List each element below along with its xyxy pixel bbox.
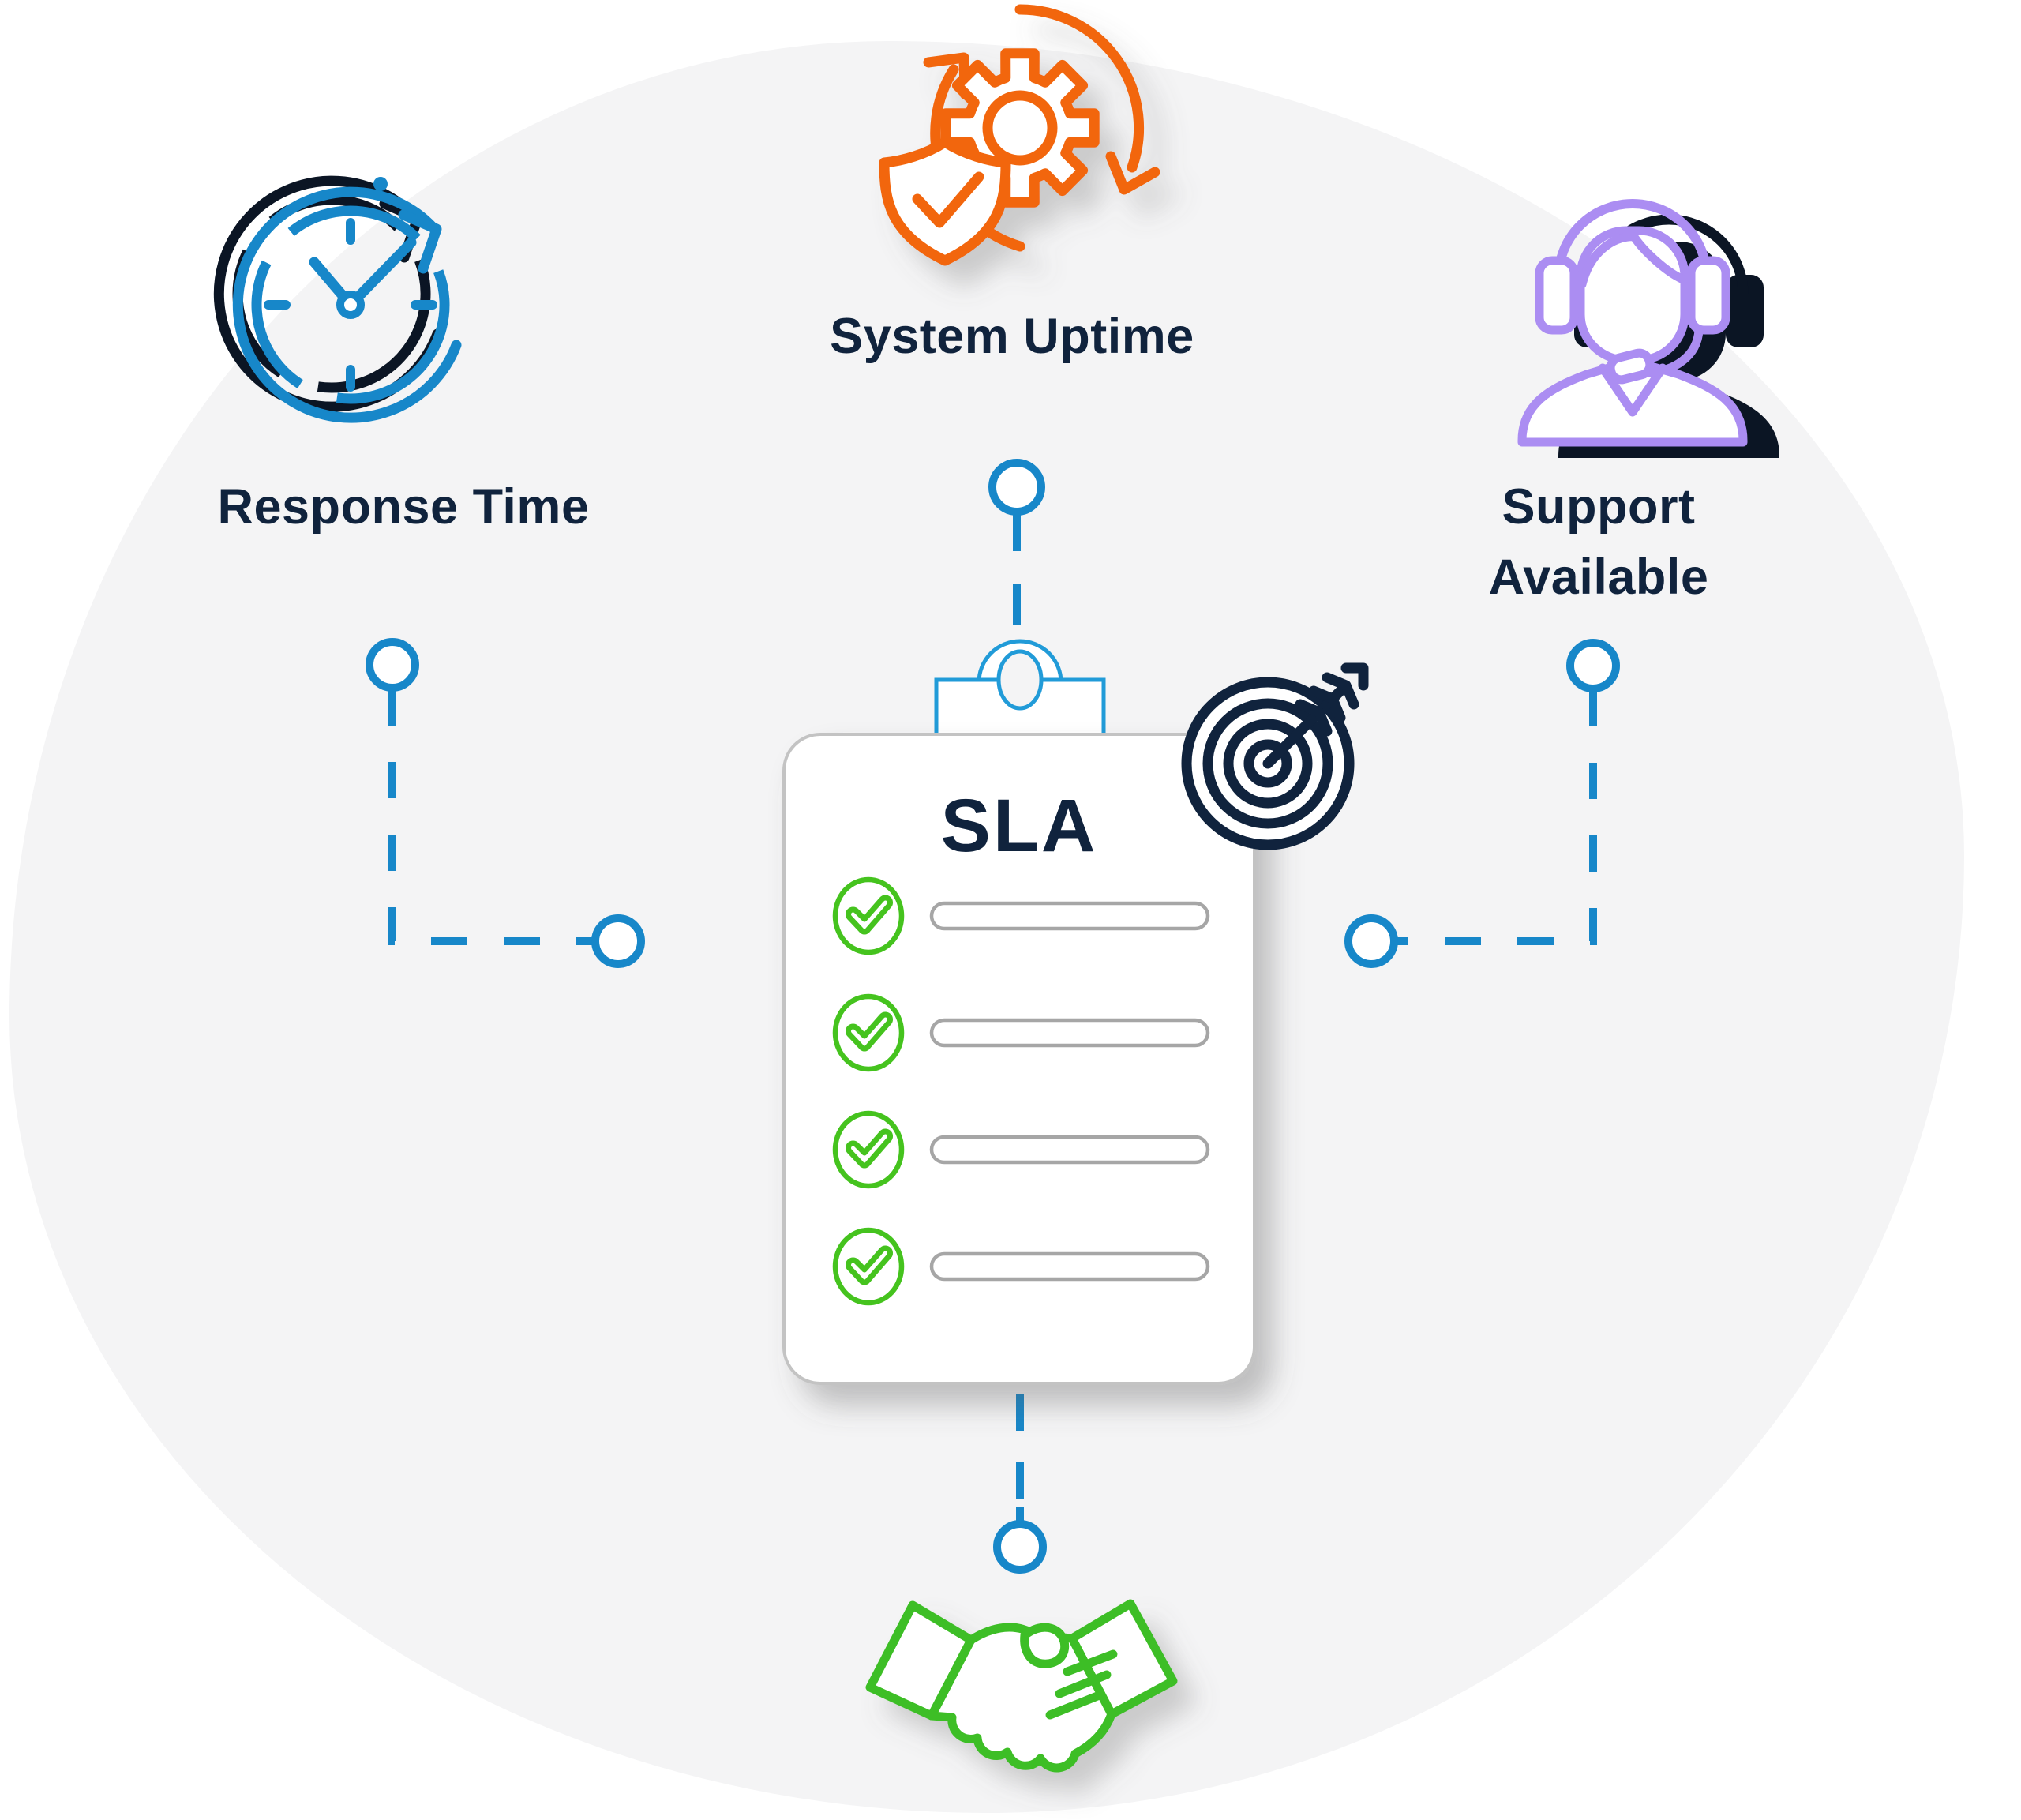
checklist-row (832, 1110, 1210, 1189)
list-line-placeholder (929, 1251, 1210, 1282)
shield-check-icon (912, 171, 984, 228)
label-response-time: Response Time (217, 479, 590, 535)
connector-right (1344, 639, 1620, 968)
list-line-placeholder (929, 901, 1210, 931)
connector-dot (591, 914, 645, 968)
connector-left (366, 638, 645, 968)
connector-top (988, 459, 1045, 625)
sla-checklist (832, 876, 1210, 1306)
thumb (1020, 1623, 1070, 1668)
clipboard-clip (934, 639, 1106, 740)
clipboard-body (782, 733, 1256, 1385)
connector-dot (988, 459, 1045, 516)
connector-dot (366, 638, 419, 692)
checklist-row (832, 1227, 1210, 1306)
support-agent-headset-icon (1517, 199, 1779, 458)
clipboard-icon (782, 639, 1256, 1385)
label-support-available: Support Available (1488, 479, 1709, 606)
clasped-hands (927, 1623, 1116, 1773)
check-icon (846, 1245, 893, 1285)
connector-dot (1566, 639, 1620, 692)
connector-dot (1344, 914, 1398, 968)
connector-bottom (993, 1394, 1047, 1574)
list-line-placeholder (929, 1018, 1210, 1048)
check-icon (846, 1011, 893, 1052)
handshake-icon (865, 1599, 1178, 1773)
check-icon (846, 1128, 893, 1169)
target-arrow-icon (1181, 662, 1369, 850)
checklist-row (832, 993, 1210, 1072)
label-system-uptime: System Uptime (830, 309, 1194, 364)
check-icon (846, 895, 893, 935)
checklist-row (832, 876, 1210, 955)
gear-shield-check-icon (879, 4, 1160, 266)
connector-dot (993, 1520, 1047, 1574)
clipboard-title: SLA (940, 784, 1098, 868)
clock-refresh-icon (213, 175, 462, 423)
shield-icon (879, 137, 1011, 266)
list-line-placeholder (929, 1135, 1210, 1165)
